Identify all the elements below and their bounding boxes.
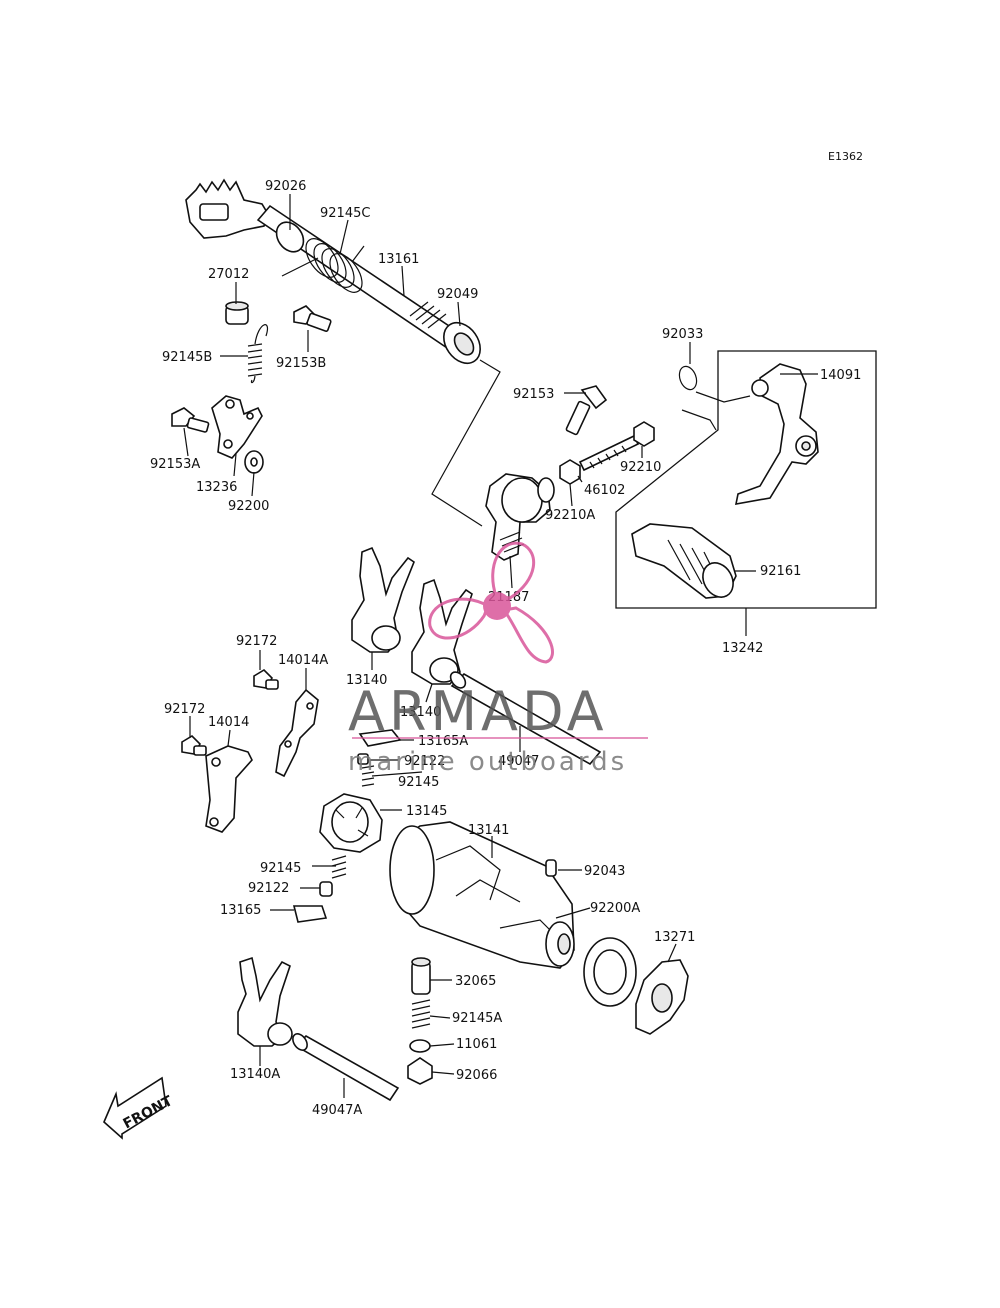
shift-shaft-assembly [185,178,501,527]
part-label-92122-bottom: 92122 [248,881,289,896]
part-label-13145: 13145 [406,804,447,819]
part-label-92049: 92049 [437,287,478,302]
part-label-92145-bottom: 92145 [260,861,301,876]
part-label-92161: 92161 [760,564,801,579]
propeller-logo-icon [428,541,554,664]
part-label-92066: 92066 [456,1068,497,1083]
part-label-13140-left: 13140 [346,673,387,688]
part-label-92172-top: 92172 [236,634,277,649]
part-label-92153: 92153 [513,387,554,402]
shift-pedal-assembly [559,350,877,609]
part-label-92210: 92210 [620,460,661,475]
part-label-92153a: 92153A [150,457,200,472]
part-label-13161: 13161 [378,252,419,267]
front-direction-arrow: FRONT [103,1076,176,1140]
spring-92145c [281,238,365,293]
part-label-14014a: 14014A [278,653,328,668]
part-label-92210a: 92210A [545,508,595,523]
part-label-92145a: 92145A [452,1011,502,1026]
part-label-11061: 11061 [456,1037,497,1052]
part-label-92122-top: 92122 [404,754,445,769]
shift-arm-21187 [485,473,555,561]
shift-forks-middle [181,546,602,833]
watermark-tagline: marine outboards [348,747,627,777]
armada-watermark: ARMADA marine outboards [348,541,648,777]
part-label-92026: 92026 [265,179,306,194]
part-label-32065: 32065 [455,974,496,989]
part-label-14014: 14014 [208,715,249,730]
shift-drum-assembly [237,793,689,1102]
part-label-92145-top: 92145 [398,775,439,790]
part-label-13140a: 13140A [230,1067,280,1082]
diagram-code: E1362 [828,150,863,163]
part-label-14091: 14091 [820,368,861,383]
small-parts-left [171,301,332,474]
part-labels: 92026 92145C 13161 27012 92049 92145B 92… [150,179,861,1118]
part-label-92033: 92033 [662,327,703,342]
part-label-13271: 13271 [654,930,695,945]
part-label-13140-right: 13140 [400,705,441,720]
part-label-92200a: 92200A [590,901,640,916]
leader-lines [183,194,818,1098]
part-label-13165: 13165 [220,903,261,918]
part-label-92145b: 92145B [162,350,212,365]
part-label-46102: 46102 [584,483,625,498]
part-label-49047a: 49047A [312,1103,362,1118]
part-label-92172-bottom: 92172 [164,702,205,717]
watermark-brand: ARMADA [348,680,608,743]
part-label-92145c: 92145C [320,206,370,221]
part-label-49047: 49047 [498,754,539,769]
part-label-92200: 92200 [228,499,269,514]
part-label-92153b: 92153B [276,356,326,371]
part-label-27012: 27012 [208,267,249,282]
part-label-13141: 13141 [468,823,509,838]
part-label-92043: 92043 [584,864,625,879]
part-label-13236: 13236 [196,480,237,495]
part-label-13242: 13242 [722,641,763,656]
